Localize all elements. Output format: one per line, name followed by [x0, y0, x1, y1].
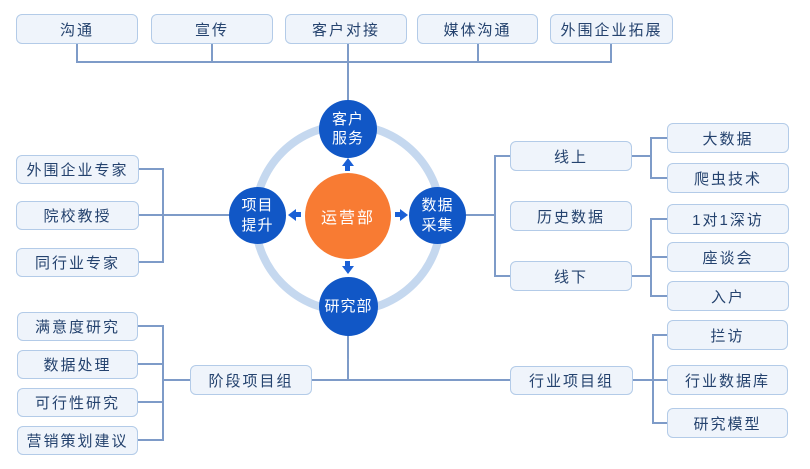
connector [138, 401, 164, 403]
connector [632, 155, 651, 157]
connector [162, 379, 190, 381]
connector [650, 137, 652, 179]
hub-operations-dept: 运营部 [305, 173, 391, 259]
connector [652, 379, 667, 381]
left-box-professors: 院校教授 [16, 201, 139, 230]
connector [650, 295, 667, 297]
bottom-box-stage-project-group: 阶段项目组 [190, 365, 312, 395]
connector [652, 334, 667, 336]
connector [460, 214, 496, 216]
connector [138, 325, 164, 327]
bottom-right-box-industry-database: 行业数据库 [667, 365, 788, 395]
connector [652, 422, 667, 424]
connector [162, 168, 164, 263]
bottom-left-box-satisfaction-research: 满意度研究 [17, 312, 138, 341]
node-label: 项目 [241, 197, 274, 214]
right-box-historical-data: 历史数据 [510, 201, 632, 231]
connector [211, 43, 213, 62]
node-label: 提升 [241, 216, 274, 234]
connector [494, 155, 496, 277]
connector [650, 218, 667, 220]
node-project-improvement: 项目 提升 [229, 187, 286, 244]
top-row-box-client-docking: 客户对接 [285, 14, 407, 44]
left-box-industry-peers: 同行业专家 [16, 248, 139, 277]
right-box-one-on-one-interview: 1对1深访 [667, 204, 789, 234]
connector [312, 379, 510, 381]
connector [494, 275, 511, 277]
connector [610, 43, 612, 62]
bottom-right-box-research-model: 研究模型 [667, 408, 788, 438]
node-label: 服务 [331, 130, 364, 147]
top-row-box-media-communication: 媒体沟通 [417, 14, 538, 44]
connector [477, 43, 479, 62]
node-customer-service: 客户 服务 [319, 100, 377, 158]
hub-label: 运营部 [320, 210, 375, 227]
bottom-right-box-intercept-interview: 拦访 [667, 320, 788, 350]
node-data-collection: 数据 采集 [409, 187, 466, 244]
connector [139, 214, 163, 216]
bottom-box-industry-project-group: 行业项目组 [510, 366, 633, 395]
connector [347, 43, 349, 102]
connector [494, 155, 511, 157]
arrow-right-icon [394, 208, 408, 222]
node-label: 采集 [421, 216, 454, 234]
connector [139, 168, 163, 170]
arrow-left-icon [288, 208, 302, 222]
top-row-box-external-expansion: 外围企业拓展 [550, 14, 673, 44]
top-row-box-publicity: 宣传 [151, 14, 273, 44]
arrow-down-icon [341, 260, 355, 274]
arrow-up-icon [341, 158, 355, 172]
connector [139, 261, 163, 263]
connector [650, 256, 667, 258]
connector [138, 439, 164, 441]
connector [633, 379, 653, 381]
connector [162, 325, 164, 441]
node-label: 研究部 [324, 297, 373, 315]
connector [650, 137, 667, 139]
right-box-big-data: 大数据 [667, 123, 789, 153]
right-box-offline: 线下 [510, 261, 632, 291]
top-row-box-communication: 沟通 [16, 14, 138, 44]
connector [162, 214, 232, 216]
right-box-crawler-tech: 爬虫技术 [667, 163, 789, 193]
bottom-left-box-marketing-advice: 营销策划建议 [17, 426, 138, 455]
connector [76, 43, 78, 62]
node-label: 数据 [421, 197, 454, 214]
connector [138, 363, 164, 365]
right-box-symposium: 座谈会 [667, 242, 789, 272]
bottom-left-box-data-processing: 数据处理 [17, 350, 138, 379]
bottom-left-box-feasibility-research: 可行性研究 [17, 388, 138, 417]
connector [347, 333, 349, 381]
right-box-online: 线上 [510, 141, 632, 171]
connector [76, 61, 612, 63]
node-research-dept: 研究部 [319, 277, 378, 336]
left-box-external-experts: 外围企业专家 [16, 155, 139, 184]
node-label: 客户 [331, 110, 364, 128]
right-box-household-visit: 入户 [667, 281, 789, 311]
connector [650, 177, 667, 179]
connector [632, 275, 651, 277]
